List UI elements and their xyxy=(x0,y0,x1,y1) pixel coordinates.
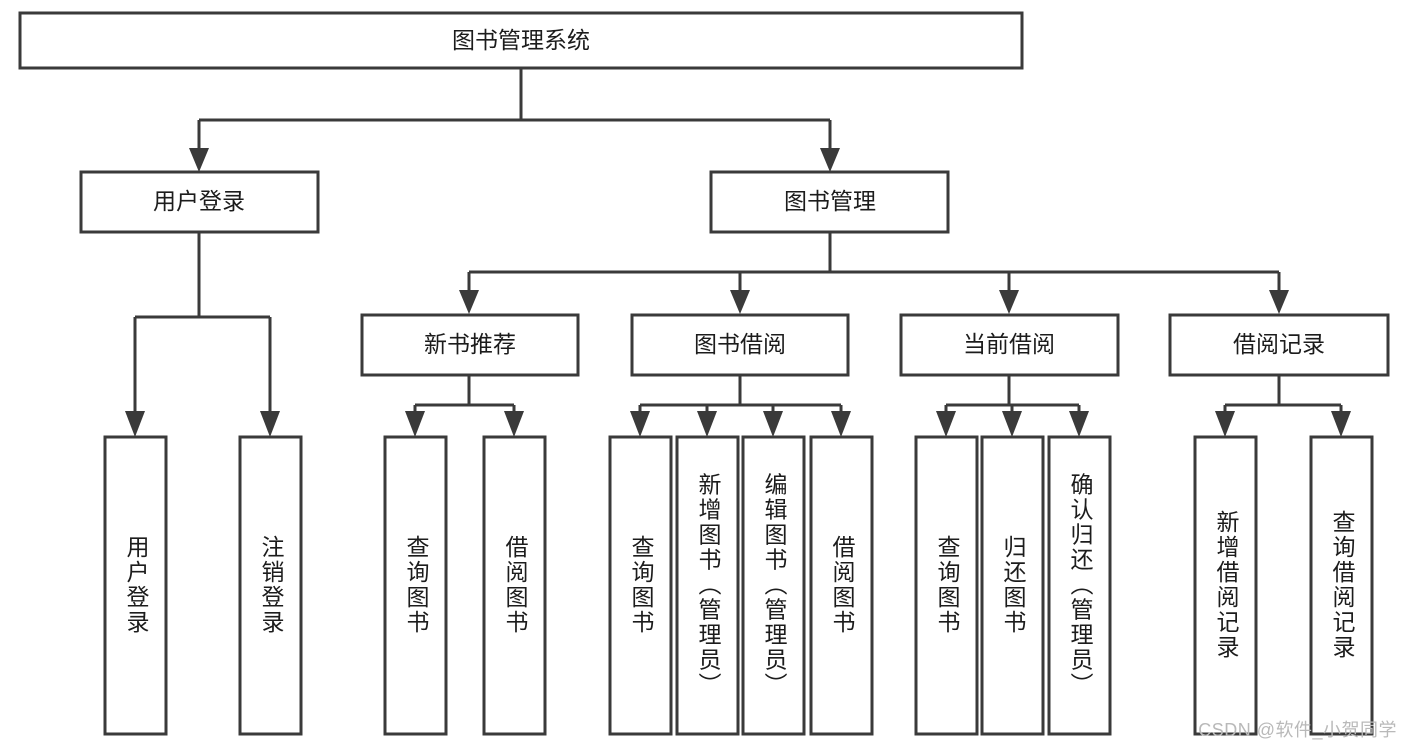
leaf-book-borrow-borrow[interactable]: 借阅图书 xyxy=(809,435,874,736)
node-user-login-label: 用户登录 xyxy=(153,188,245,214)
arrow-head-borrow-record-leaf1 xyxy=(1215,411,1235,437)
arrow-head-book-manage xyxy=(820,148,840,172)
leaf-borrow-record-add-box[interactable] xyxy=(1193,435,1258,736)
leaf-user-login-login[interactable]: 用户登录 xyxy=(103,435,168,736)
node-user-login[interactable]: 用户登录 xyxy=(79,170,320,234)
arrow-head-borrow-record xyxy=(1269,290,1289,314)
node-root-box[interactable] xyxy=(18,11,1024,70)
node-root[interactable]: 图书管理系统 xyxy=(18,11,1024,70)
arrow-head-book-borrow-leaf3 xyxy=(763,411,783,437)
arrow-head-book-borrow xyxy=(730,290,750,314)
arrow-head-book-borrow-leaf4 xyxy=(831,411,851,437)
leaf-book-borrow-add[interactable]: 新增图书（管理员） xyxy=(675,435,740,736)
node-book-borrow[interactable]: 图书借阅 xyxy=(630,313,850,377)
arrow-head-current-borrow-leaf1 xyxy=(936,411,956,437)
node-current-borrow-label: 当前借阅 xyxy=(963,331,1055,357)
node-new-book-recommend-box[interactable] xyxy=(360,313,580,377)
leaf-current-borrow-return-box[interactable] xyxy=(980,435,1045,736)
leaf-current-borrow-return[interactable]: 归还图书 xyxy=(980,435,1045,736)
leaf-book-borrow-add-label: 新增图书（管理员） xyxy=(695,473,722,698)
leaf-current-borrow-query-label: 查询图书 xyxy=(934,535,961,635)
arrow-head-user-login-leaf1 xyxy=(125,411,145,437)
leaf-new-book-query-box[interactable] xyxy=(383,435,448,736)
leaf-current-borrow-confirm[interactable]: 确认归还（管理员） xyxy=(1047,435,1112,736)
leaf-current-borrow-confirm-label: 确认归还（管理员） xyxy=(1067,473,1094,698)
node-book-borrow-label: 图书借阅 xyxy=(694,331,786,357)
arrow-head-borrow-record-leaf2 xyxy=(1331,411,1351,437)
arrow-head-current-borrow-leaf2 xyxy=(1002,411,1022,437)
node-root-label: 图书管理系统 xyxy=(452,27,590,53)
connector-layer xyxy=(125,68,1351,437)
leaf-current-borrow-return-label: 归还图书 xyxy=(1000,535,1027,635)
leaf-borrow-record-add[interactable]: 新增借阅记录 xyxy=(1193,435,1258,736)
node-new-book-recommend-label: 新书推荐 xyxy=(424,331,516,357)
leaf-book-borrow-query-label: 查询图书 xyxy=(628,535,655,635)
node-book-manage-box[interactable] xyxy=(709,170,950,234)
node-current-borrow-box[interactable] xyxy=(899,313,1120,377)
arrow-head-current-borrow-leaf3 xyxy=(1069,411,1089,437)
leaf-book-borrow-query-box[interactable] xyxy=(608,435,673,736)
node-book-manage-label: 图书管理 xyxy=(784,188,876,214)
leaf-book-borrow-borrow-box[interactable] xyxy=(809,435,874,736)
node-current-borrow[interactable]: 当前借阅 xyxy=(899,313,1120,377)
leaf-user-login-login-label: 用户登录 xyxy=(123,535,150,635)
leaf-book-borrow-edit-label: 编辑图书（管理员） xyxy=(761,473,788,698)
leaf-user-login-logout-label: 注销登录 xyxy=(258,535,285,635)
leaf-borrow-record-query-box[interactable] xyxy=(1309,435,1374,736)
leaf-user-login-logout-box[interactable] xyxy=(238,435,303,736)
node-borrow-record[interactable]: 借阅记录 xyxy=(1168,313,1390,377)
arrow-head-book-borrow-leaf2 xyxy=(697,411,717,437)
leaf-book-borrow-query[interactable]: 查询图书 xyxy=(608,435,673,736)
leaf-book-borrow-edit[interactable]: 编辑图书（管理员） xyxy=(741,435,806,736)
leaf-new-book-query[interactable]: 查询图书 xyxy=(383,435,448,736)
leaf-book-borrow-add-box[interactable] xyxy=(675,435,740,736)
leaf-borrow-record-query-label: 查询借阅记录 xyxy=(1329,510,1356,660)
leaf-current-borrow-confirm-box[interactable] xyxy=(1047,435,1112,736)
leaf-current-borrow-query-box[interactable] xyxy=(914,435,979,736)
arrow-head-user-login-leaf2 xyxy=(260,411,280,437)
leaf-user-login-login-box[interactable] xyxy=(103,435,168,736)
arrow-head-new-book xyxy=(459,290,479,314)
leaf-new-book-borrow-box[interactable] xyxy=(482,435,547,736)
arrow-head-new-book-leaf2 xyxy=(504,411,524,437)
leaf-new-book-borrow[interactable]: 借阅图书 xyxy=(482,435,547,736)
node-book-manage[interactable]: 图书管理 xyxy=(709,170,950,234)
leaf-new-book-query-label: 查询图书 xyxy=(403,535,430,635)
node-new-book-recommend[interactable]: 新书推荐 xyxy=(360,313,580,377)
node-book-borrow-box[interactable] xyxy=(630,313,850,377)
node-user-login-box[interactable] xyxy=(79,170,320,234)
leaf-book-borrow-borrow-label: 借阅图书 xyxy=(829,535,856,635)
leaf-borrow-record-add-label: 新增借阅记录 xyxy=(1213,510,1240,660)
leaf-user-login-logout[interactable]: 注销登录 xyxy=(238,435,303,736)
leaf-book-borrow-edit-box[interactable] xyxy=(741,435,806,736)
arrow-head-book-borrow-leaf1 xyxy=(630,411,650,437)
arrow-head-current-borrow xyxy=(999,290,1019,314)
leaf-new-book-borrow-label: 借阅图书 xyxy=(502,535,529,635)
node-borrow-record-box[interactable] xyxy=(1168,313,1390,377)
leaf-borrow-record-query[interactable]: 查询借阅记录 xyxy=(1309,435,1374,736)
node-borrow-record-label: 借阅记录 xyxy=(1233,331,1325,357)
leaf-current-borrow-query[interactable]: 查询图书 xyxy=(914,435,979,736)
arrow-head-user-login xyxy=(189,148,209,172)
arrow-head-new-book-leaf1 xyxy=(405,411,425,437)
